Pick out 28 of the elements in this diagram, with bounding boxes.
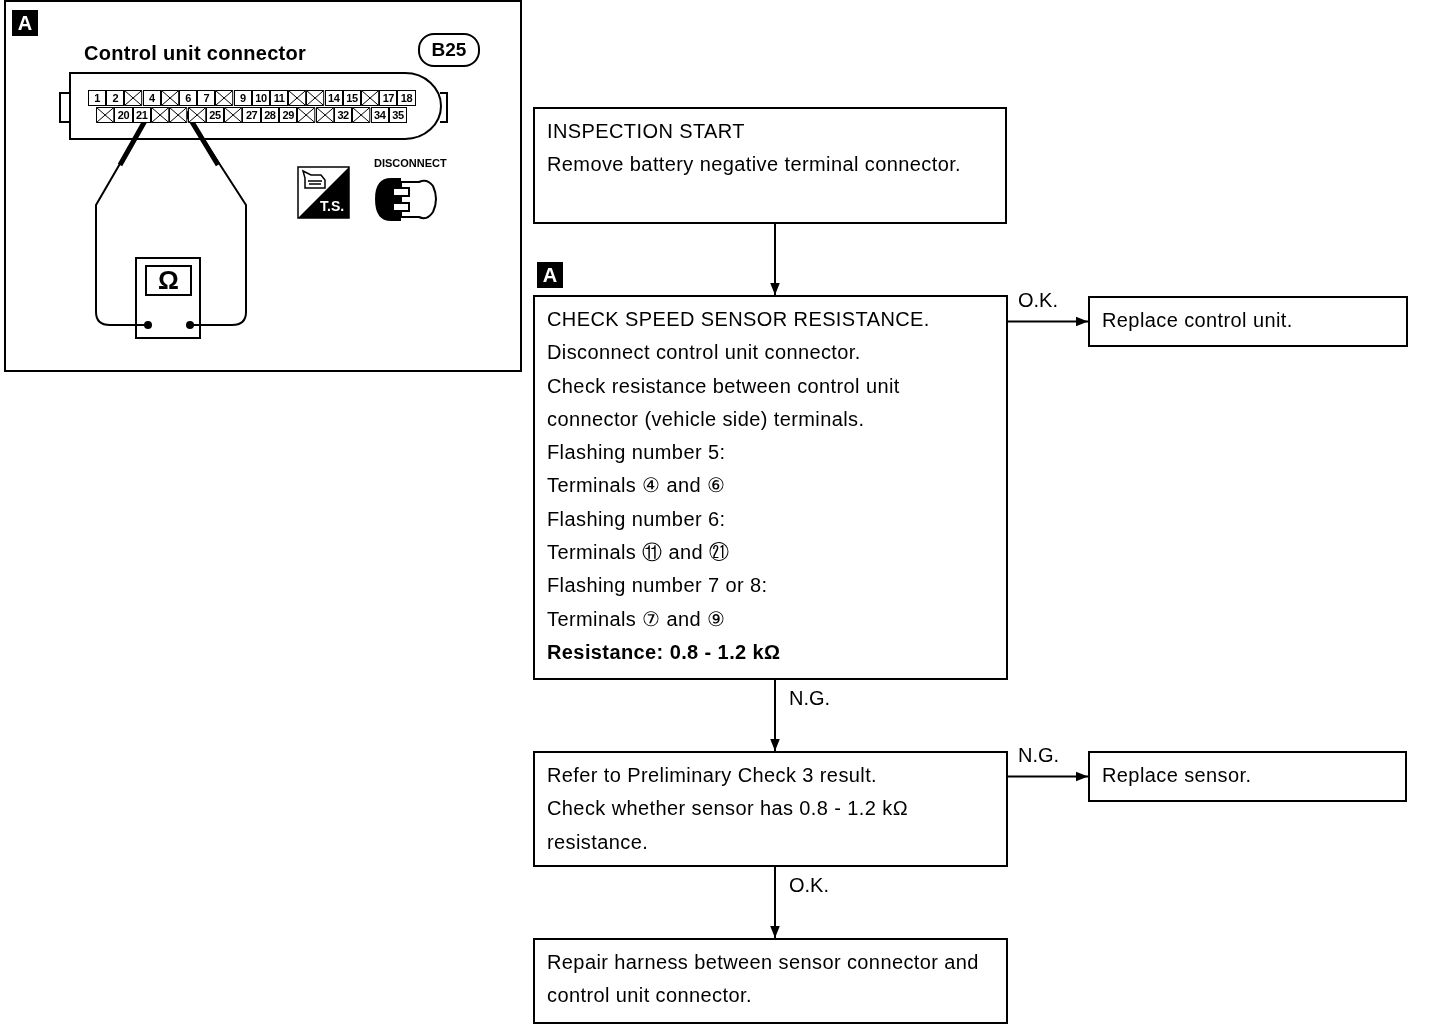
- reference-badge: A: [12, 10, 38, 36]
- pin-number: 20: [114, 107, 133, 123]
- pin-number: 11: [270, 90, 289, 106]
- meter-display: Ω: [145, 265, 192, 296]
- pin-number: 17: [379, 90, 398, 106]
- arrow: [770, 223, 780, 296]
- arrow: [1007, 316, 1089, 327]
- process-box: Replace control unit.: [1088, 296, 1408, 347]
- pin-number: 29: [279, 107, 298, 123]
- arrow: [770, 866, 780, 939]
- process-box: INSPECTION START Remove battery negative terminal connector.: [533, 107, 1007, 224]
- pin-number: 18: [397, 90, 416, 106]
- process-box: CHECK SPEED SENSOR RESISTANCE. Disconnect control unit connector. Check resistance between control unit connector (vehicle side) terminals. Flashing number 5: Terminals ④ and ⑥ Flashing number 6: Terminals ⑪ and ㉑ Flashing number 7 or 8: Terminals ⑦ and ⑨ Resistance: 0.8 - 1.2 kΩ: [533, 295, 1008, 680]
- process-box: Refer to Preliminary Check 3 result. Check whether sensor has 0.8 - 1.2 kΩ resistance.: [533, 751, 1008, 867]
- pin-number: 27: [242, 107, 261, 123]
- pin-number: 2: [106, 90, 125, 106]
- reference-badge: A: [537, 262, 563, 288]
- process-box: Replace sensor.: [1088, 751, 1407, 802]
- arrow: [1007, 771, 1089, 782]
- arrow: [770, 679, 780, 752]
- pin-number: 6: [179, 90, 198, 106]
- panel-heading: Control unit connector: [84, 42, 307, 65]
- icon-caption: T.S.: [320, 198, 345, 214]
- connector-code-tag: B25: [418, 33, 480, 67]
- pin-number: 1: [88, 90, 107, 106]
- pin-number: 7: [197, 90, 216, 106]
- icon-caption: DISCONNECT: [374, 157, 447, 169]
- process-box: Repair harness between sensor connector and control unit connector.: [533, 938, 1008, 1024]
